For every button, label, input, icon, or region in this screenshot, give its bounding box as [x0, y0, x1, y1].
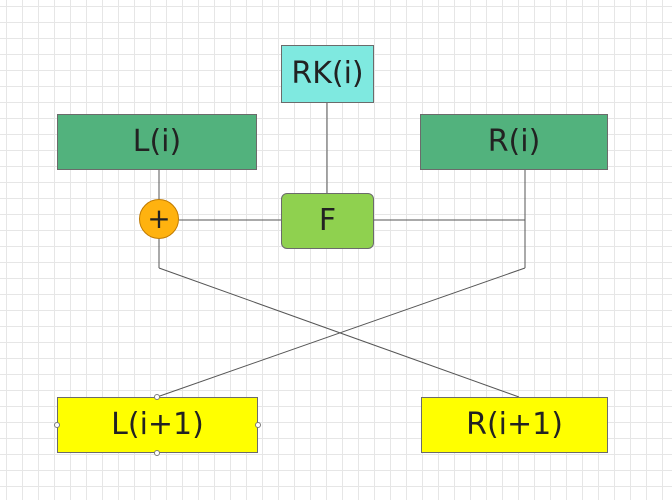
r-next-label: R(i+1)	[466, 407, 563, 442]
r-next-box[interactable]: R(i+1)	[421, 397, 608, 453]
xor-node[interactable]: +	[139, 199, 179, 239]
l-label: L(i)	[132, 124, 182, 159]
l-next-label: L(i+1)	[111, 407, 204, 442]
rk-box[interactable]: RK(i)	[281, 45, 374, 103]
f-box[interactable]: F	[281, 193, 374, 249]
r-to-l-next-line	[156, 267, 526, 398]
selection-handle-right[interactable]	[255, 422, 261, 428]
r-box[interactable]: R(i)	[420, 114, 608, 170]
l-next-box[interactable]: L(i+1)	[57, 397, 258, 453]
selection-handle-top[interactable]	[154, 394, 160, 400]
f-label: F	[318, 203, 337, 238]
l-box[interactable]: L(i)	[57, 114, 257, 170]
xor-label: +	[147, 202, 171, 235]
xor-to-r-next-line	[158, 267, 520, 398]
r-label: R(i)	[487, 124, 541, 159]
selection-handle-bottom[interactable]	[154, 450, 160, 456]
rk-label: RK(i)	[291, 56, 364, 91]
selection-handle-left[interactable]	[54, 422, 60, 428]
